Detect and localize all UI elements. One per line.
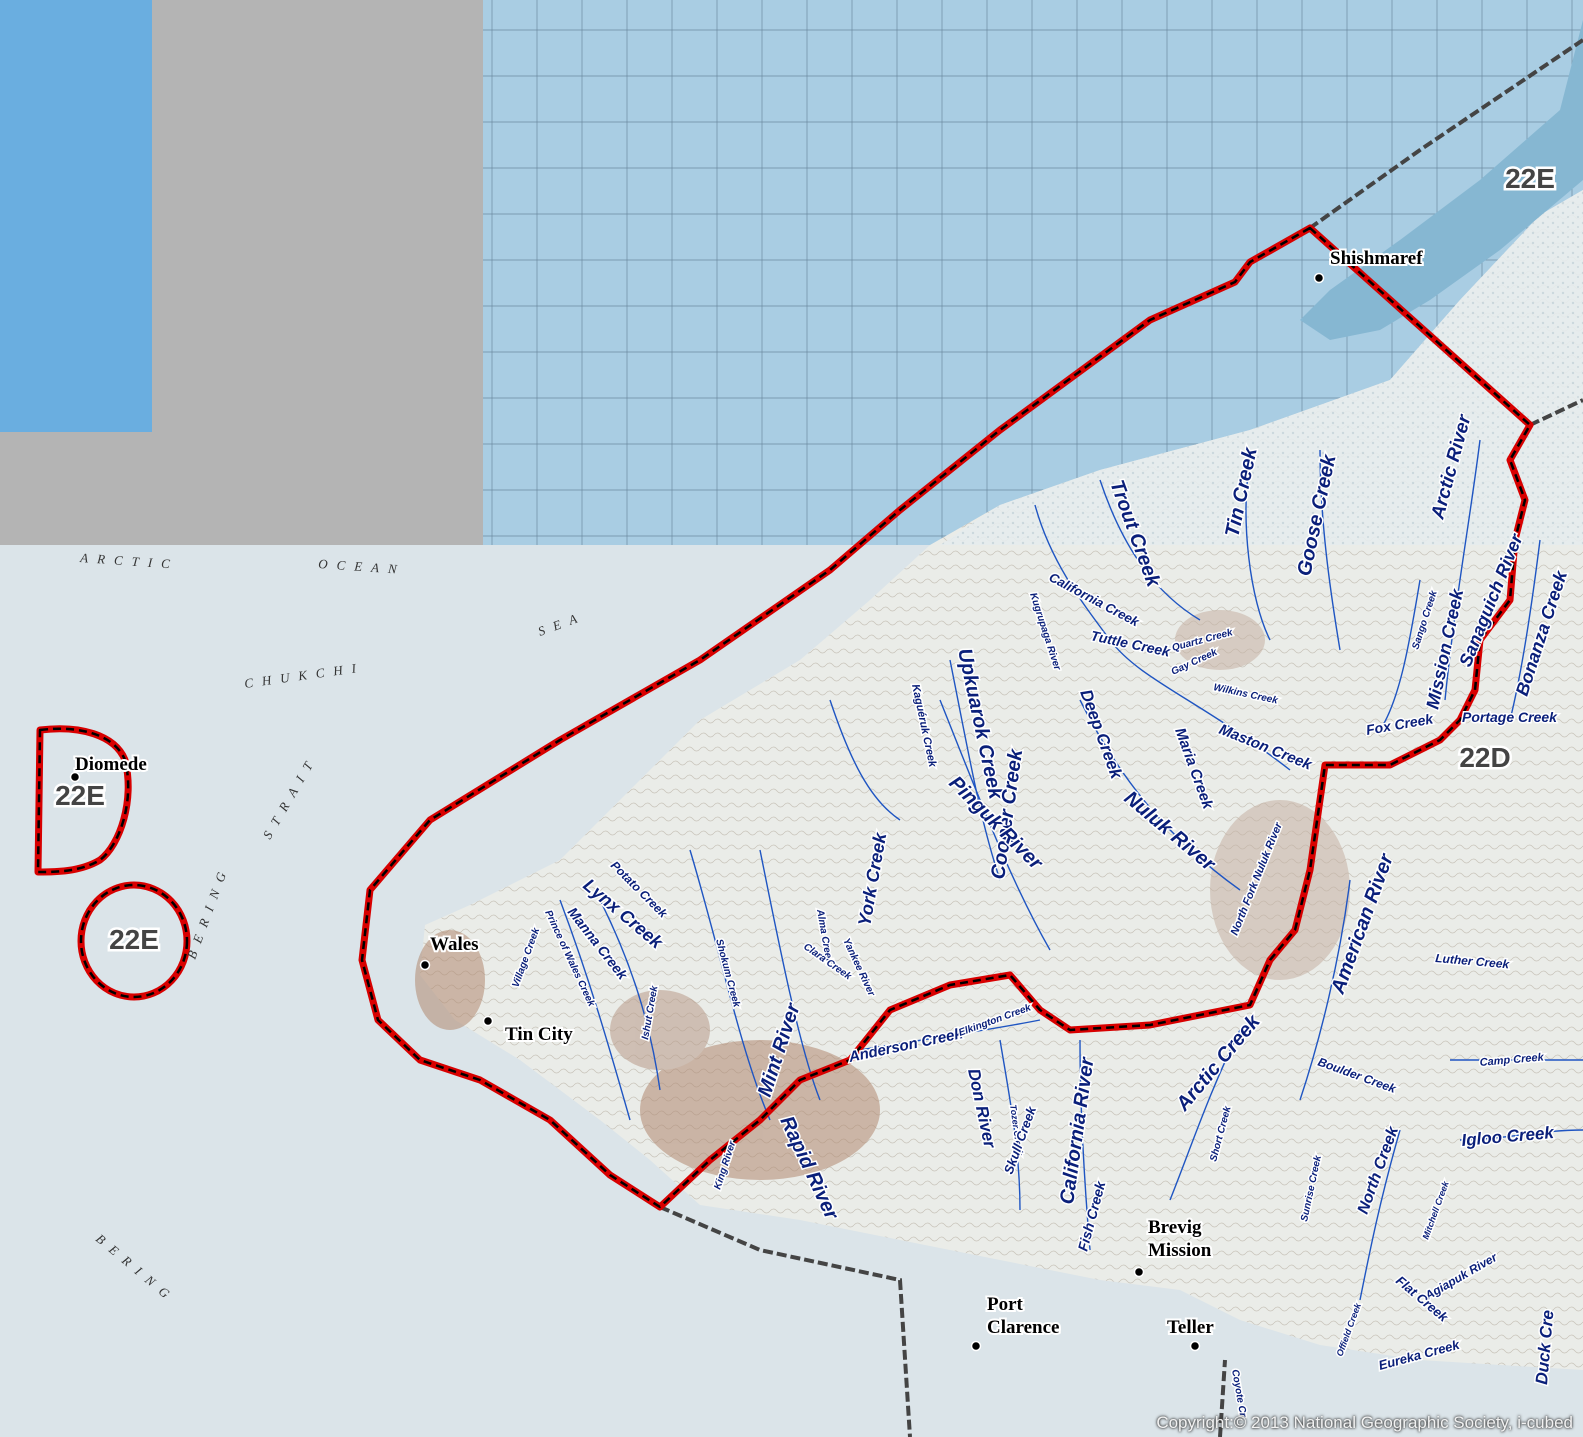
unit-label: 22E	[1505, 163, 1555, 194]
shishmaref-inlet	[1300, 20, 1583, 340]
town-label: Tin City	[505, 1024, 573, 1045]
port-clarence-water	[900, 1250, 1300, 1437]
town-marker[interactable]	[482, 1015, 494, 1027]
copyright-notice: Copyright:© 2013 National Geographic Soc…	[1156, 1413, 1573, 1432]
town-marker[interactable]	[69, 771, 81, 783]
river-label: Portage Creek	[1462, 709, 1558, 725]
town-marker[interactable]	[1189, 1340, 1201, 1352]
town-label: Diomede	[75, 754, 147, 775]
unit-boundaries	[34, 224, 1534, 1211]
region-boundaries	[659, 38, 1583, 1437]
town-label: Shishmaref	[1330, 248, 1423, 269]
town-label: Teller	[1167, 1317, 1214, 1338]
town-marker[interactable]	[419, 959, 431, 971]
town-label: Wales	[430, 934, 479, 955]
nodata-tile	[0, 0, 492, 545]
unit-labels: 22E 22E 22E 22D	[53, 161, 1558, 958]
open-water-tile	[0, 0, 152, 432]
unit-label: 22D	[1459, 742, 1510, 773]
town-marker[interactable]	[1313, 272, 1325, 284]
town-marker[interactable]	[1133, 1266, 1145, 1278]
town-label: Mission	[1148, 1240, 1212, 1261]
town-label: Brevig	[1148, 1217, 1202, 1238]
northern-tundra	[940, 190, 1583, 545]
unit-label: 22E	[55, 780, 105, 811]
town-label: Port	[987, 1294, 1024, 1315]
unit-label: 22E	[109, 924, 159, 955]
town-marker[interactable]	[970, 1340, 982, 1352]
sea-label: ARCTIC	[79, 550, 180, 572]
town-label: Clarence	[987, 1317, 1059, 1338]
sea-label: OCEAN	[318, 556, 406, 577]
